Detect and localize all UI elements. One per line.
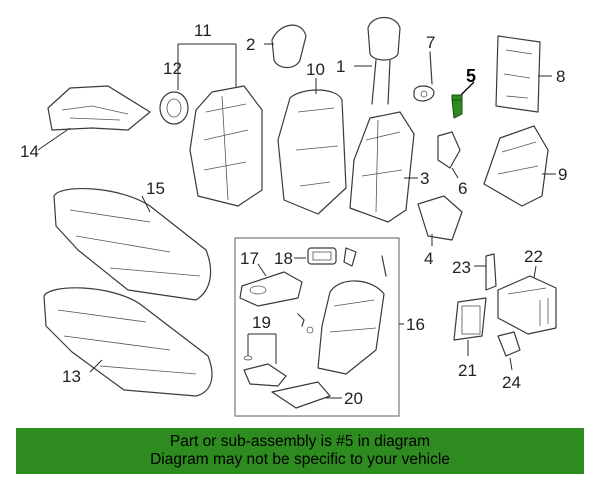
part-24-bracket — [497, 331, 521, 371]
banner-line-2: Diagram may not be specific to your vehi… — [150, 451, 450, 468]
callout-3: 3 — [420, 169, 429, 188]
banner-line-1: Part or sub-assembly is #5 in diagram — [169, 433, 431, 450]
callout-6: 6 — [458, 179, 467, 198]
part-19-fasteners — [243, 333, 287, 387]
part-18-clip — [294, 247, 337, 265]
part-9-cover — [483, 125, 556, 207]
callout-12: 12 — [163, 59, 182, 78]
part-16-housing — [317, 280, 385, 375]
callout-10: 10 — [306, 60, 325, 79]
part-8-panel — [495, 35, 552, 113]
part-3-frame — [349, 111, 418, 223]
callout-19: 19 — [252, 313, 271, 332]
info-banner: Part or sub-assembly is #5 in diagram Di… — [16, 428, 584, 474]
callout-16: 16 — [406, 315, 425, 334]
callout-22: 22 — [524, 247, 543, 266]
callout-7: 7 — [426, 33, 435, 52]
part-11-bracket — [177, 43, 237, 90]
part-6-bracket — [437, 131, 461, 179]
part-22-housing — [497, 265, 557, 335]
callout-21: 21 — [458, 361, 477, 380]
part-23-bracket — [474, 253, 497, 291]
part-16-hardware — [297, 247, 387, 334]
callout-8: 8 — [556, 67, 565, 86]
callout-15: 15 — [146, 179, 165, 198]
callout-23: 23 — [452, 258, 471, 277]
part-16-box — [234, 237, 400, 417]
part-7-latch — [413, 51, 435, 102]
part-5-highlighted — [451, 81, 475, 119]
part-14-pad — [37, 85, 151, 151]
part-15-cushion — [53, 188, 212, 301]
part-20-tray — [271, 381, 342, 409]
callout-2: 2 — [246, 35, 255, 54]
callout-4: 4 — [424, 249, 433, 268]
callout-20: 20 — [344, 389, 363, 408]
part-17-armrest — [239, 263, 303, 307]
callout-14: 14 — [20, 142, 39, 161]
callout-18: 18 — [274, 249, 293, 268]
callout-1: 1 — [336, 57, 345, 76]
callout-5: 5 — [466, 66, 476, 86]
callout-13: 13 — [62, 367, 81, 386]
callout-11: 11 — [194, 21, 212, 40]
part-2-headpad — [264, 24, 307, 69]
part-12-disc — [159, 91, 189, 125]
callout-17: 17 — [240, 249, 259, 268]
part-11-backrest — [189, 85, 263, 207]
part-1-headrest — [354, 16, 401, 105]
part-10-cover — [277, 78, 347, 215]
part-13-seat-frame — [43, 287, 213, 397]
callout-9: 9 — [558, 165, 567, 184]
callout-24: 24 — [502, 373, 521, 392]
part-4-bracket — [417, 195, 463, 246]
part-21-vent — [453, 297, 487, 356]
